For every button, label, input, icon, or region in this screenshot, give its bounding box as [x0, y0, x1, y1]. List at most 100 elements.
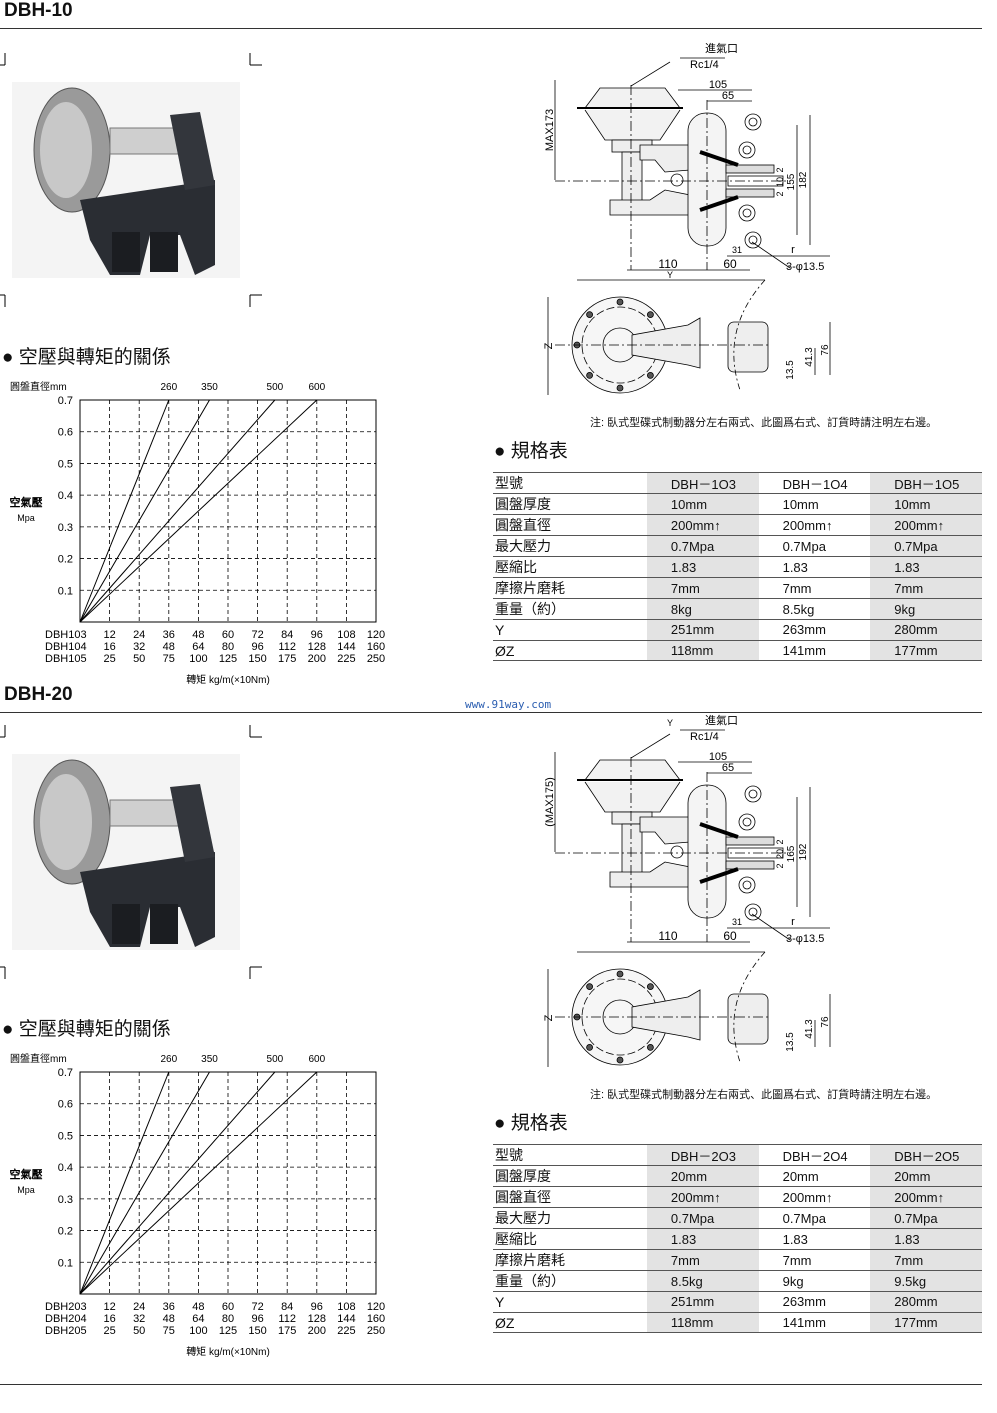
- x-tick-label: 80: [222, 641, 234, 653]
- inlet-thread-label: Rc1/4: [690, 731, 719, 743]
- x-tick-label: 200: [308, 1325, 326, 1337]
- x-tick-label: 75: [163, 1325, 175, 1337]
- y-tick-label: 0.1: [58, 585, 73, 597]
- product-photo: [0, 53, 262, 307]
- x-tick-label: 96: [311, 1301, 323, 1313]
- x-tick-label: 72: [251, 629, 263, 641]
- series-label: 600: [308, 1054, 325, 1065]
- x-tick-label: 120: [367, 1301, 385, 1313]
- row-label: 壓縮比: [493, 1228, 647, 1250]
- x-tick-label: 12: [103, 629, 115, 641]
- cell-value: DBH－1O5: [870, 472, 982, 494]
- chart-heading: ● 空壓與轉矩的關係: [2, 347, 171, 368]
- cell-value: 263mm: [758, 1291, 871, 1313]
- cell-value: 7mm: [870, 1249, 982, 1271]
- cell-value: 0.7Mpa: [646, 535, 759, 557]
- cell-value: 8.5kg: [758, 598, 871, 620]
- cell-value: DBH－1O3: [646, 472, 759, 494]
- dim-13-5: 13.5: [785, 360, 796, 380]
- row-label: 圓盤厚度: [493, 493, 647, 515]
- cell-value: 7mm: [646, 577, 759, 599]
- cell-value: 9kg: [870, 598, 982, 620]
- cell-value: 7mm: [758, 577, 871, 599]
- y-tick-label: 0.2: [58, 1226, 73, 1238]
- section-dbh-20: DBH-20● 空壓與轉矩的關係● 規格表注: 臥式型碟式制動器分左右兩式、此圖…: [0, 684, 997, 1384]
- cell-value: 280mm: [870, 1291, 982, 1313]
- x-row-model: DBH103: [45, 629, 87, 641]
- dim-31: 31: [732, 245, 742, 255]
- row-label: 型號: [493, 1144, 647, 1166]
- dim-2a: 2: [775, 839, 785, 844]
- cell-value: DBH－2O3: [646, 1144, 759, 1166]
- dim-65: 65: [722, 762, 734, 774]
- x-tick-label: 120: [367, 629, 385, 641]
- series-label: 600: [308, 382, 325, 393]
- dim-y: Y: [667, 270, 673, 280]
- x-tick-label: 128: [308, 1313, 326, 1325]
- y-tick-label: 0.6: [58, 1099, 73, 1111]
- series-label: 260: [160, 1054, 177, 1065]
- plot-frame: [79, 399, 377, 623]
- y-axis-label: 空氣壓: [10, 1167, 43, 1181]
- dim-60: 60: [723, 257, 737, 271]
- cell-value: 10mm: [870, 493, 982, 515]
- x-tick-label: 32: [133, 641, 145, 653]
- max-height-label: (MAX175): [544, 777, 556, 827]
- x-tick-label: 250: [367, 653, 385, 665]
- dim-2a: 2: [775, 167, 785, 172]
- y-tick-label: 0.3: [58, 1194, 73, 1206]
- series-label: 350: [201, 382, 218, 393]
- series-line-350: [79, 399, 210, 623]
- x-tick-label: 84: [281, 629, 293, 641]
- cell-value: 7mm: [758, 1249, 871, 1271]
- cell-value: 10mm: [758, 493, 871, 515]
- cell-value: 200mm↑: [758, 514, 871, 536]
- y-tick-label: 0.5: [58, 458, 73, 470]
- cell-value: 251mm: [646, 1291, 759, 1313]
- row-label: ØZ: [493, 1311, 647, 1334]
- cell-value: 280mm: [870, 619, 982, 641]
- x-tick-label: 75: [163, 653, 175, 665]
- series-line-260: [79, 1071, 170, 1295]
- row-label: 圓盤直徑: [493, 1186, 647, 1208]
- dim-inner: 155: [786, 173, 797, 190]
- cell-value: 9.5kg: [870, 1270, 982, 1292]
- series-line-600: [79, 1071, 318, 1295]
- dim-z: Z: [543, 342, 555, 349]
- cell-value: 0.7Mpa: [758, 1207, 871, 1229]
- cell-value: 141mm: [758, 1311, 871, 1334]
- dim-105: 105: [709, 751, 727, 763]
- cell-value: 7mm: [646, 1249, 759, 1271]
- row-label: 最大壓力: [493, 1207, 647, 1229]
- x-tick-label: 150: [248, 1325, 266, 1337]
- x-tick-label: 96: [311, 629, 323, 641]
- series-line-600: [79, 399, 318, 623]
- x-tick-label: 72: [251, 1301, 263, 1313]
- dim-110: 110: [658, 929, 677, 943]
- x-tick-label: 80: [222, 1313, 234, 1325]
- x-tick-label: 175: [278, 653, 296, 665]
- product-photo: [0, 725, 262, 979]
- x-tick-label: 175: [278, 1325, 296, 1337]
- cell-value: 0.7Mpa: [870, 535, 982, 557]
- dim-31: 31: [732, 917, 742, 927]
- cell-value: 200mm↑: [870, 1186, 982, 1208]
- row-label: Y: [493, 1291, 647, 1313]
- cell-value: DBH－2O5: [870, 1144, 982, 1166]
- x-tick-label: 108: [337, 1301, 355, 1313]
- series-line-500: [79, 399, 276, 623]
- x-tick-label: 25: [103, 653, 115, 665]
- series-line-350: [79, 1071, 210, 1295]
